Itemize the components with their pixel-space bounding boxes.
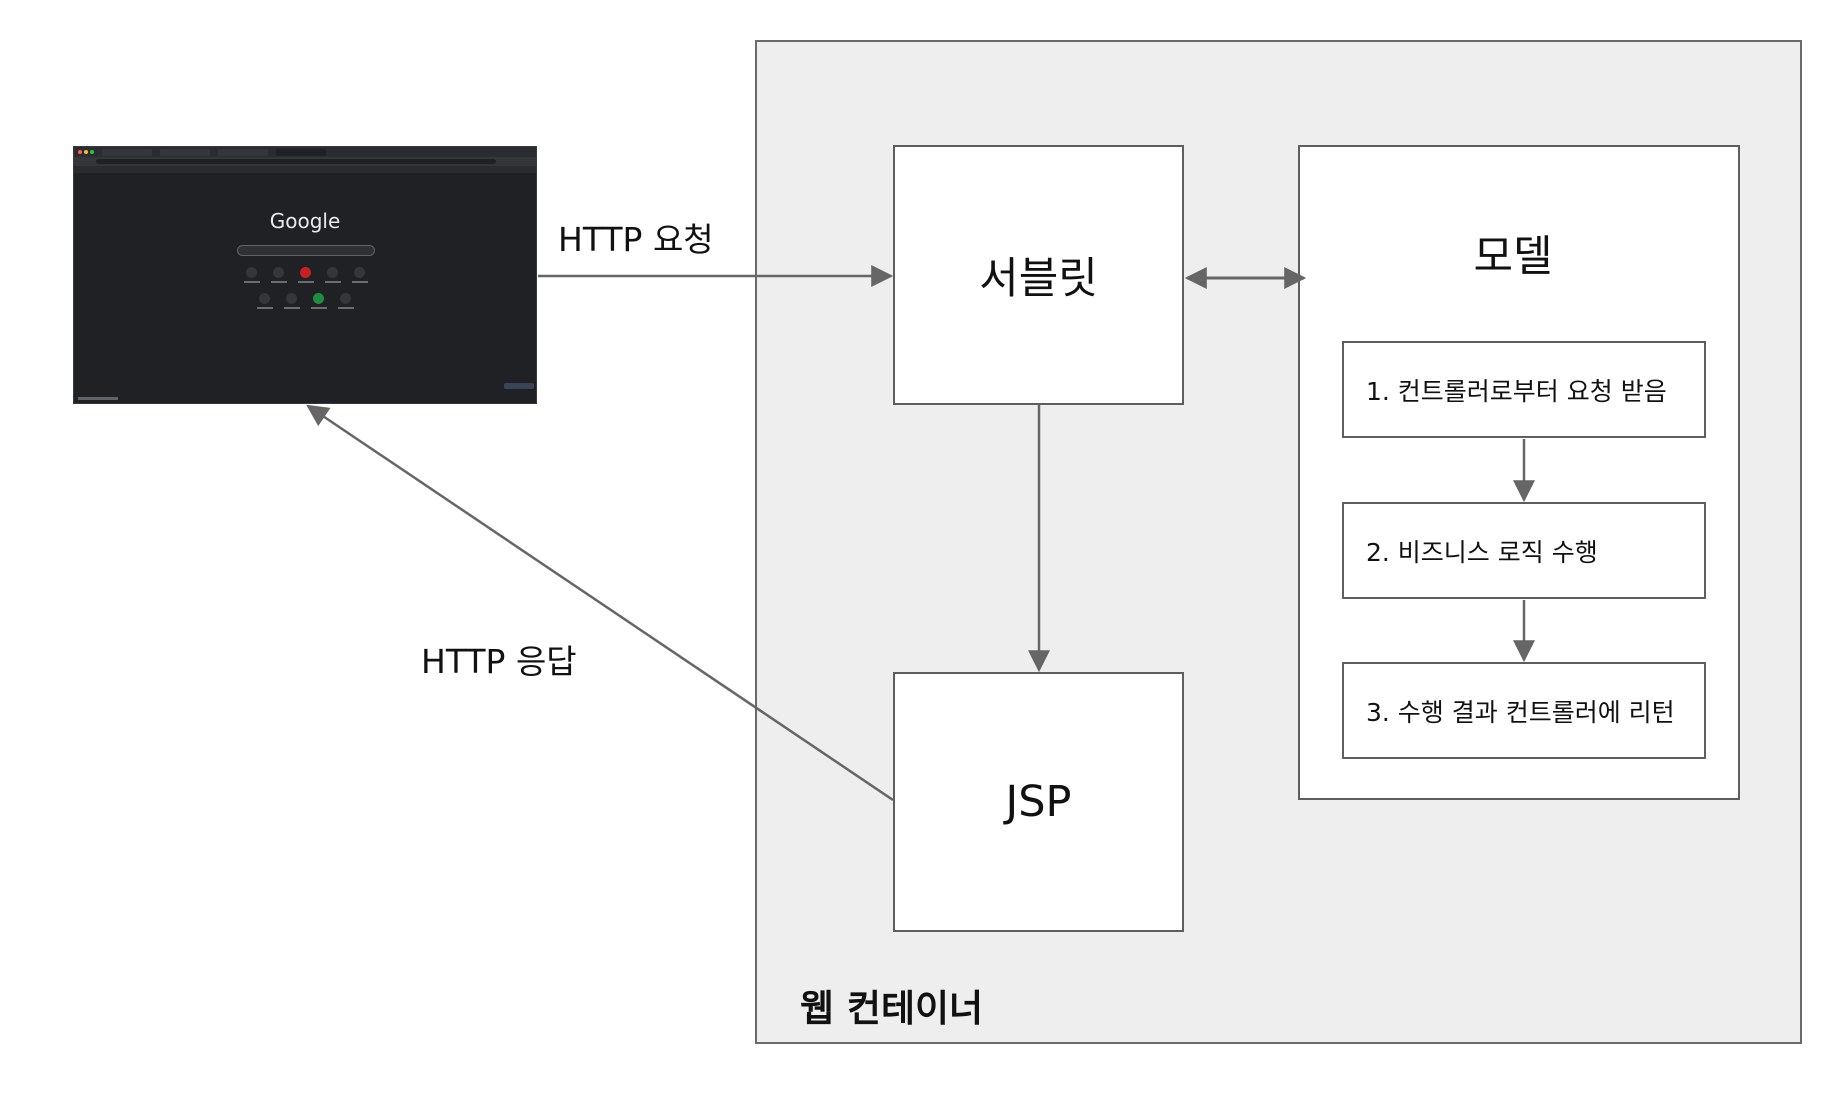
shortcut-caption (352, 281, 368, 283)
shortcut-caption (338, 307, 354, 309)
maximize-dot-icon (90, 150, 94, 154)
browser-status-bar (78, 397, 118, 400)
shortcut-icon (313, 293, 324, 304)
browser-tab-active (276, 149, 326, 156)
shortcut-caption (284, 307, 300, 309)
close-dot-icon (78, 150, 82, 154)
shortcut-icon (300, 267, 311, 278)
http-response-arrow (306, 404, 894, 802)
shortcut-caption (271, 281, 287, 283)
shortcut-caption (257, 307, 273, 309)
shortcut-icon (327, 267, 338, 278)
http-response-label: HTTP 응답 (421, 642, 577, 681)
shortcut-caption (311, 307, 327, 309)
model-step-3: 3. 수행 결과 컨트롤러에 리턴 (1342, 662, 1706, 759)
browser-search-box (237, 245, 375, 256)
web-container-label: 웹 컨테이너 (800, 987, 984, 1030)
browser-address-bar (96, 159, 496, 164)
servlet-label: 서블릿 (979, 254, 1098, 304)
shortcut-icon (246, 267, 257, 278)
browser-bookmarks-bar (74, 166, 536, 173)
http-request-label: HTTP 요청 (558, 220, 714, 259)
shortcut-caption (298, 281, 314, 283)
google-logo: Google (269, 209, 341, 233)
add-shortcut-icon (340, 293, 351, 304)
browser-tab (102, 149, 152, 156)
servlet-box: 서블릿 (893, 145, 1184, 405)
browser-tab (218, 149, 268, 156)
shortcut-caption (244, 281, 260, 283)
browser-screenshot: Google (73, 146, 537, 404)
model-step-2: 2. 비즈니스 로직 수행 (1342, 502, 1706, 599)
customize-chrome-button (504, 383, 534, 389)
jsp-box: JSP (893, 672, 1184, 932)
model-title: 모델 (1473, 232, 1553, 282)
shortcut-icon (354, 267, 365, 278)
browser-tab (160, 149, 210, 156)
model-step-1: 1. 컨트롤러로부터 요청 받음 (1342, 341, 1706, 438)
shortcut-icon (286, 293, 297, 304)
shortcut-caption (325, 281, 341, 283)
jsp-label: JSP (1005, 777, 1072, 827)
shortcut-icon (259, 293, 270, 304)
minimize-dot-icon (84, 150, 88, 154)
shortcut-icon (273, 267, 284, 278)
